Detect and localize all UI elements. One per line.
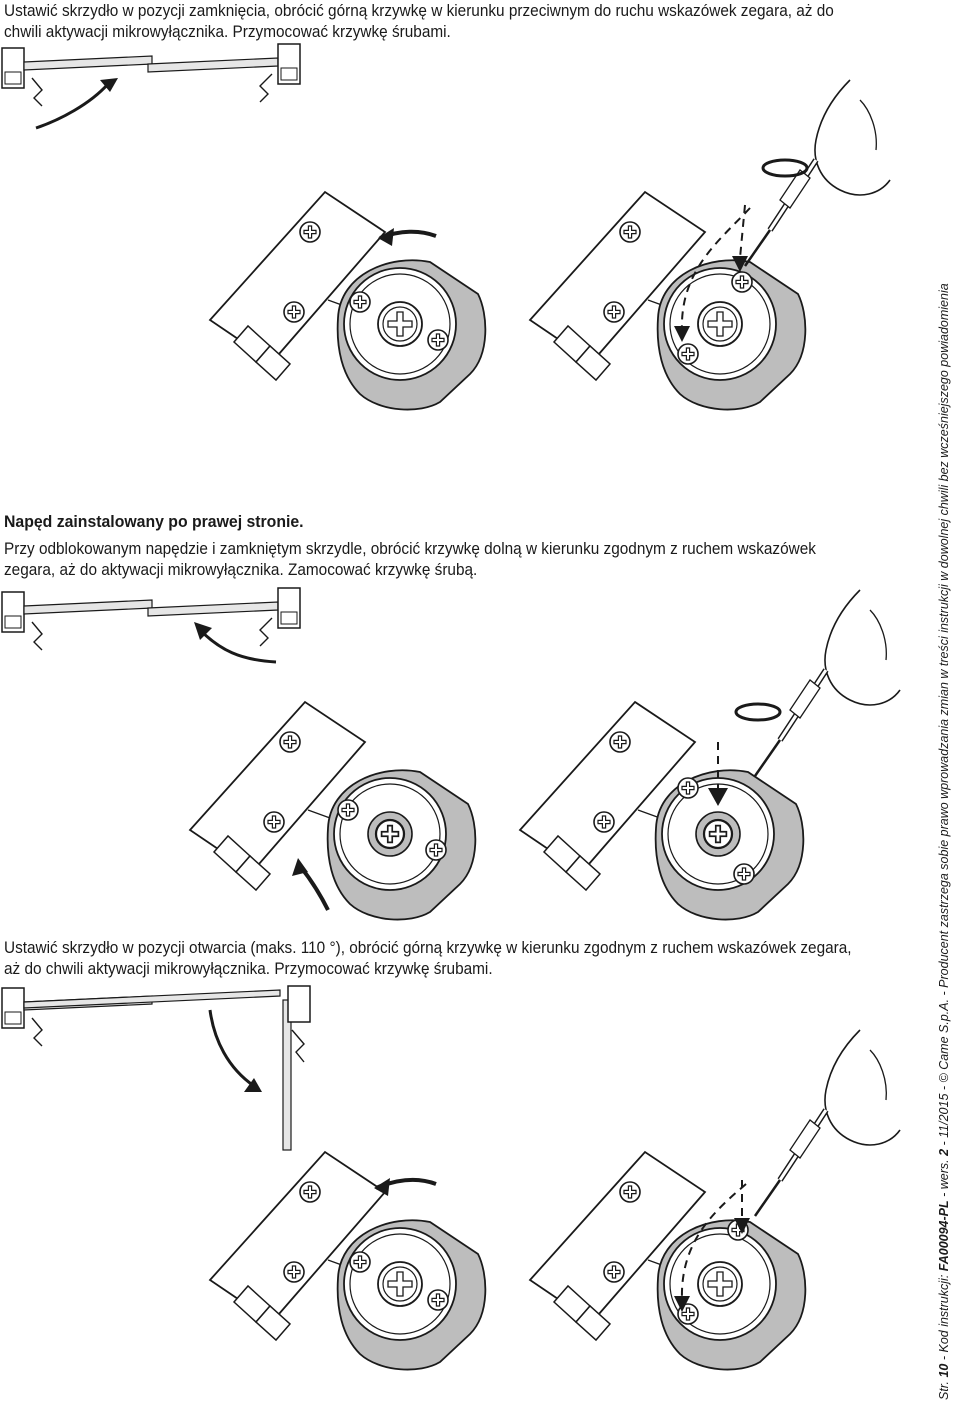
motor-left-icon — [209, 191, 487, 411]
gate-open-icon — [147, 43, 301, 103]
footer-rest: - 11/2015 - © Came S.p.A. - Producent za… — [937, 283, 951, 1149]
figure-upper-cam-open — [1, 985, 940, 1371]
motor-left-icon — [209, 1151, 487, 1371]
footer-page-number: 10 — [937, 1363, 951, 1378]
footer-page-prefix: Str. — [937, 1377, 951, 1400]
motor-left-icon — [189, 701, 477, 921]
figure-lower-cam — [1, 585, 940, 921]
rotation-arrow-icon — [35, 82, 110, 130]
footer-version: 2 — [937, 1148, 951, 1156]
motor-right-icon — [529, 1151, 807, 1371]
gate-closed-icon — [1, 591, 153, 651]
motor-right-icon — [519, 701, 805, 921]
footer-code-label: - Kod instrukcji: — [937, 1271, 951, 1364]
gate-closed-icon — [1, 47, 153, 107]
instruction-lower-cam: Przy odblokowanym napędzie i zamkniętym … — [4, 540, 816, 579]
rotation-arrow-icon — [198, 628, 277, 664]
screwdriver-hand-icon — [755, 590, 900, 776]
motor-right-icon — [529, 191, 807, 411]
instruction-closed-upper-cam: Ustawić skrzydło w pozycji zamknięcia, o… — [4, 2, 834, 41]
section-heading: Napęd zainstalowany po prawej stronie. — [4, 512, 304, 531]
footer-version-label: - wers. — [937, 1155, 951, 1201]
footer-code: FA00094-PL — [937, 1200, 951, 1272]
figure-upper-cam-closed — [1, 43, 940, 411]
rotation-arrow-icon — [208, 1009, 255, 1088]
screwdriver-hand-icon — [755, 1030, 900, 1216]
instruction-open-upper-cam: Ustawić skrzydło w pozycji otwarcia (mak… — [4, 939, 852, 978]
gate-open-icon — [147, 587, 301, 647]
